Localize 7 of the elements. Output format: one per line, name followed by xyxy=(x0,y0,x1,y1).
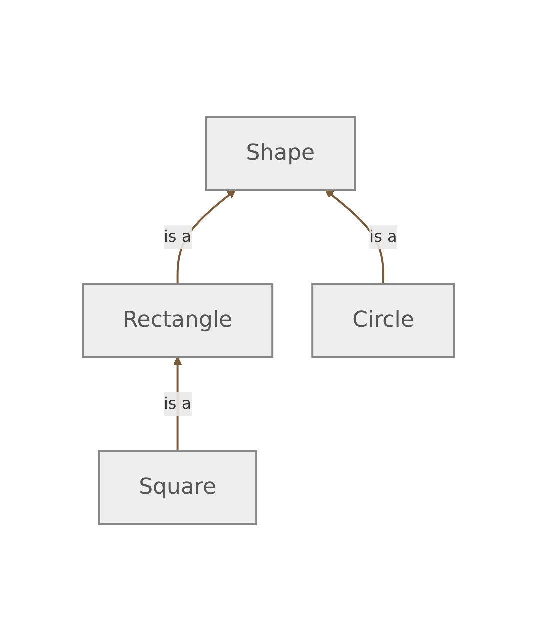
edge-label: is a xyxy=(369,227,398,246)
node-box: Square xyxy=(98,450,258,525)
node-box: Circle xyxy=(311,283,456,358)
node-box: Rectangle xyxy=(82,283,274,358)
edge-label: is a xyxy=(164,394,192,413)
node-box: Shape xyxy=(205,116,356,191)
edge-label: is a xyxy=(164,227,192,246)
